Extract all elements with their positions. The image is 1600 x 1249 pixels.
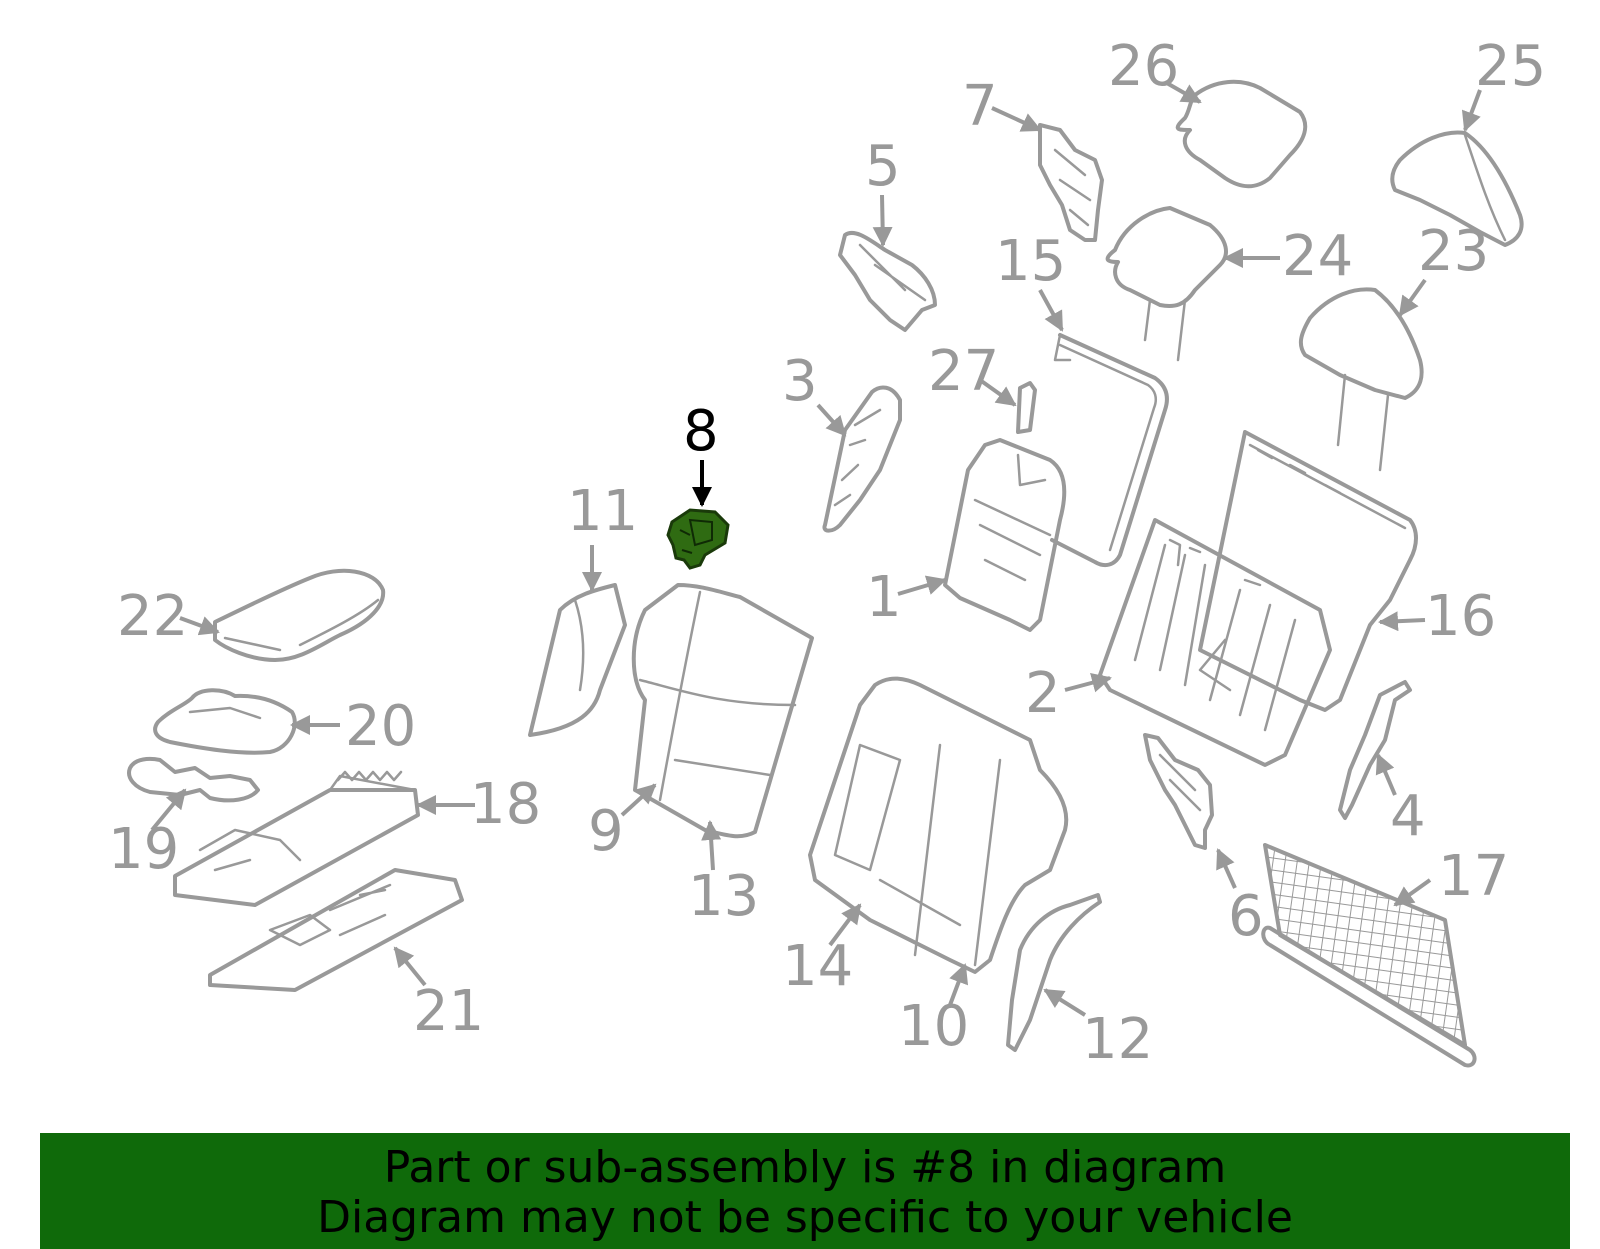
part-7-latch [1038,123,1104,242]
callout-15: 15 [995,229,1066,294]
callout-27: 27 [928,339,999,404]
part-4-trim [1338,680,1412,820]
part-18-console [173,770,420,907]
part-5-bracket [838,230,937,332]
callout-8: 8 [683,399,719,464]
part-15-back-panel [1050,333,1169,568]
callout-13: 13 [688,864,759,929]
part-16-back-panel [1198,430,1418,712]
part-19-bracket [127,757,260,803]
part-8-highlighted [666,508,730,570]
callout-25: 25 [1475,34,1546,99]
part-17-cargo-net [1261,843,1477,1068]
part-26-headrest [1175,79,1308,189]
part-11-side-panel [528,583,627,737]
callout-18: 18 [470,772,541,837]
callout-7: 7 [962,74,998,139]
part-13-seat-back-cover [631,583,814,839]
callout-26: 26 [1108,34,1179,99]
callout-14: 14 [782,934,853,999]
part-21-tray [208,868,464,992]
callout-10: 10 [898,994,969,1059]
part-3-hinge-cover [822,385,902,533]
callout-16: 16 [1425,584,1496,649]
callout-19: 19 [108,817,179,882]
part-22-armrest-lid [213,568,386,662]
part-2-frame [1098,518,1332,767]
part-25-headrest [1390,130,1524,247]
part-14-seat-cushion [808,676,1069,974]
callout-1: 1 [866,565,902,630]
part-12-trim [1006,893,1102,1052]
callout-labels: 1 2 3 4 5 6 7 8 9 10 11 12 13 14 15 16 1… [108,34,1546,1072]
callout-12: 12 [1082,1007,1153,1072]
part-6-bracket [1143,733,1214,850]
callout-22: 22 [117,584,188,649]
part-1-frame [943,438,1067,632]
banner-line-2: Diagram may not be specific to your vehi… [317,1192,1293,1243]
callout-24: 24 [1282,224,1353,289]
part-20-insert [153,688,297,755]
callout-5: 5 [865,134,901,199]
callout-arrows [150,80,1482,1017]
callout-2: 2 [1025,661,1061,726]
info-banner: Part or sub-assembly is #8 in diagram Di… [40,1133,1570,1249]
callout-11: 11 [567,479,638,544]
callout-20: 20 [345,694,416,759]
callout-9: 9 [588,799,624,864]
callout-4: 4 [1390,784,1426,849]
callout-3: 3 [782,349,818,414]
part-27-pin [1016,381,1037,434]
callout-23: 23 [1418,219,1489,284]
callout-17: 17 [1438,844,1509,909]
part-23-headrest [1298,287,1424,472]
part-24-headrest [1105,206,1228,362]
callout-6: 6 [1228,884,1264,949]
callout-21: 21 [413,979,484,1044]
banner-line-1: Part or sub-assembly is #8 in diagram [383,1142,1227,1193]
